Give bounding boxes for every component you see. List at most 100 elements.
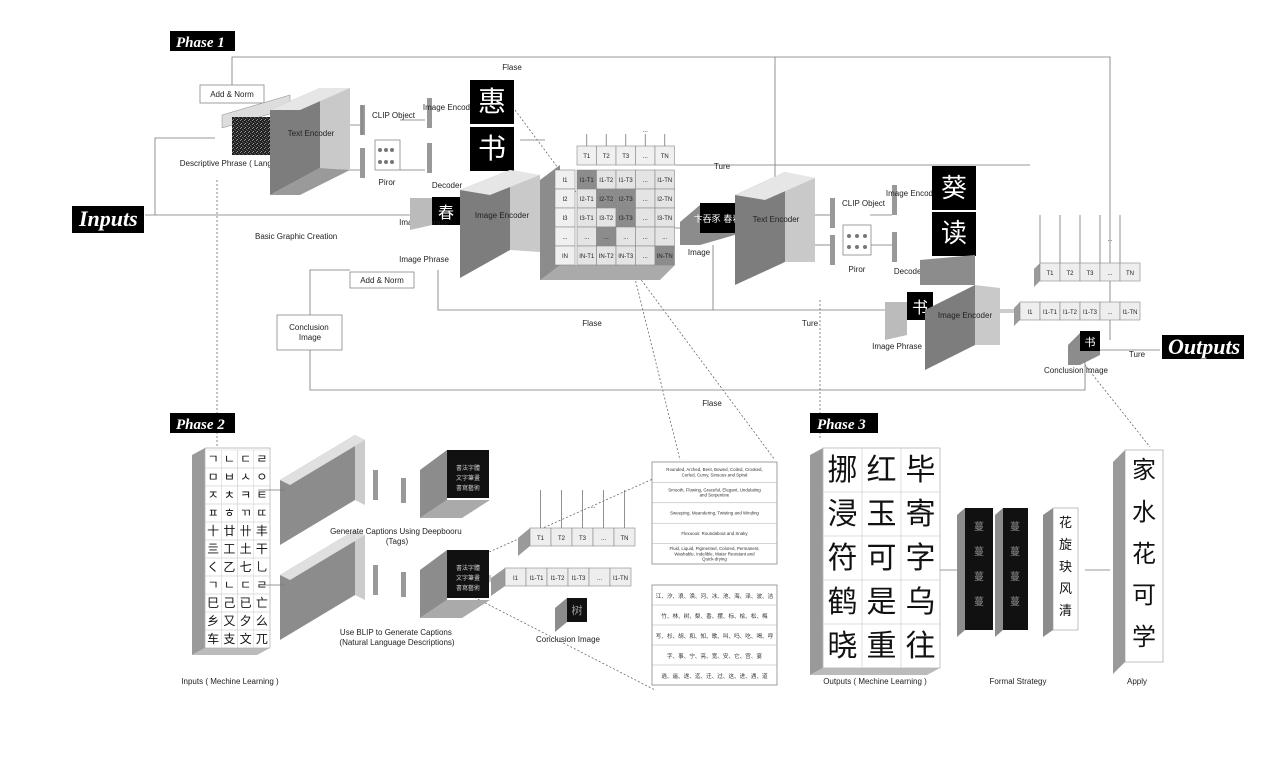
char-row: 写、杉、胡、和、知、歌、叫、吗、吃、喝、呼 xyxy=(656,632,774,640)
svg-text:读: 读 xyxy=(941,219,967,249)
p2-grid-glyph: 廿 xyxy=(223,524,235,538)
matrix1-cell-label: ... xyxy=(643,235,648,241)
matrix1-cell-label: I2-T3 xyxy=(619,197,634,203)
image-encoder-stack: Image Encoder 惠 书 Decoder xyxy=(423,80,514,190)
p2-grid-glyph: ㅌ xyxy=(256,488,267,502)
svg-text:蔓: 蔓 xyxy=(974,545,984,558)
phase2-prism-bottom xyxy=(280,530,365,640)
p3-grid-glyph: 浸 xyxy=(828,497,858,532)
p2-grid-glyph: 么 xyxy=(256,614,268,628)
p2-grid-glyph: 七 xyxy=(240,560,252,574)
right-i-label: I1-T1 xyxy=(1043,310,1058,316)
matrix1-top-dots: ... xyxy=(643,128,648,134)
phase3-output-grid: 挪红毕浸玉寄符可字鹤是乌晓重往 Outputs ( Mechine Learni… xyxy=(810,447,941,686)
matrix1-left-label: I1 xyxy=(562,178,568,184)
matrix1-cell-label: I1-T3 xyxy=(619,178,634,184)
svg-text:CLIP Object: CLIP Object xyxy=(372,111,416,120)
svg-text:Ture: Ture xyxy=(1129,350,1146,359)
p3-col-glyph: 玦 xyxy=(1059,560,1072,575)
matrix1-cell-label: I1-TN xyxy=(657,178,672,184)
p2-grid-glyph: 土 xyxy=(240,542,252,556)
svg-text:Image Encoder: Image Encoder xyxy=(423,103,478,112)
image-encoder-right: Image Encoder 葵 读 Decoder xyxy=(886,166,976,285)
matrix1-cell-label: ... xyxy=(643,197,648,203)
p3-grid-glyph: 寄 xyxy=(906,497,936,532)
matrix1-top-label: TN xyxy=(661,154,669,160)
matrix1-cell-label: ... xyxy=(584,235,589,241)
matrix1-cell-label: I2-TN xyxy=(657,197,672,203)
svg-text:Inputs: Inputs xyxy=(78,206,138,231)
svg-text:花: 花 xyxy=(1132,540,1156,568)
p2-irow-side xyxy=(491,568,505,596)
ture-mid-label: Ture xyxy=(802,319,819,328)
right-i-cell xyxy=(1119,301,1141,321)
matrix1-cell-label: I2-T1 xyxy=(580,197,595,203)
right-irow-side xyxy=(1014,302,1020,326)
p2-trow-side xyxy=(518,528,530,556)
p2-grid-glyph: ㅂ xyxy=(224,470,235,484)
svg-text:Descriptive Phrase ( Language): Descriptive Phrase ( Language) xyxy=(180,159,293,168)
matrix1-top-label: T3 xyxy=(622,154,630,160)
svg-text:Conclusion Image: Conclusion Image xyxy=(289,323,331,342)
image-encoder-prism-right2: 书 Image Phrase Image Encoder xyxy=(872,285,1000,370)
image-phrase-block: 春 Image Phrase Image Phrase xyxy=(399,197,460,264)
p2-i-cell xyxy=(609,567,632,587)
apply-stack: 家 水 花 可 学 Apply xyxy=(1113,449,1164,686)
svg-text:蔓: 蔓 xyxy=(974,570,984,583)
svg-text:家: 家 xyxy=(1132,456,1156,484)
p2-grid-glyph: 巳 xyxy=(207,596,219,610)
matrix1-cell-label: ... xyxy=(643,254,648,260)
conclusion-image-box: Conclusion Image xyxy=(276,314,343,351)
matrix1-cell-label: IN-T1 xyxy=(579,254,595,260)
right-t-label: TN xyxy=(1126,271,1134,277)
basic-graphic-label: Basic Graphic Creation xyxy=(255,232,337,241)
p2-i-label: ... xyxy=(597,576,602,582)
clip-object-block: CLIP Object xyxy=(360,105,416,178)
svg-text:Decoder: Decoder xyxy=(432,181,463,190)
svg-text:書法字體: 書法字體 xyxy=(456,464,480,472)
right-t-label: T2 xyxy=(1066,271,1074,277)
svg-text:Conclusion Image: Conclusion Image xyxy=(1044,366,1109,375)
p2-grid-glyph: ㅋ xyxy=(240,488,251,502)
svg-text:Image Encoder: Image Encoder xyxy=(475,211,530,220)
phase2-embed-stacks xyxy=(373,470,406,597)
right-trow-side xyxy=(1034,263,1040,287)
svg-text:Phase 2: Phase 2 xyxy=(176,417,225,433)
matrix1-cell-label: I1-T2 xyxy=(599,178,614,184)
matrix1-cell-label: I2-T2 xyxy=(599,197,614,203)
p2-grid-glyph: 乙 xyxy=(223,560,235,574)
p2-grid-glyph: 十 xyxy=(207,524,219,538)
p3-grid-glyph: 挪 xyxy=(828,453,858,488)
svg-text:蔓: 蔓 xyxy=(1010,545,1020,558)
right-t-label: T3 xyxy=(1086,271,1094,277)
flase-bottom-label: Flase xyxy=(702,399,722,408)
right-i-label: ... xyxy=(1107,310,1112,316)
p2-grid-glyph: ㅈ xyxy=(208,488,219,502)
right-i-label: I1-TN xyxy=(1123,310,1138,316)
tag-entry: Sweeping, Meandering, Twisting and Windi… xyxy=(670,511,759,516)
p3-grid-cell xyxy=(900,623,941,669)
outputs-tag: Outputs xyxy=(1162,334,1244,359)
matrix1-cell-label: IN-T2 xyxy=(599,254,615,260)
phase2-conclusion-image: 树 Conclusion Image xyxy=(536,598,601,644)
ture-top-label: Ture xyxy=(714,162,731,171)
svg-text:Add & Norm: Add & Norm xyxy=(360,276,404,285)
svg-text:Outputs ( Mechine Learning ): Outputs ( Mechine Learning ) xyxy=(823,677,927,686)
p2-grid-glyph: ㅊ xyxy=(224,488,235,502)
matrix1-cell-label: IN-T3 xyxy=(618,254,634,260)
p2-grid-cell xyxy=(253,629,271,649)
p2-grid-glyph: 己 xyxy=(223,596,235,610)
tag-entry: Flexuous: Roundabout and Snaky xyxy=(681,531,748,536)
clip-object-right: CLIP Object xyxy=(830,198,886,265)
matrix1-cell-label: ... xyxy=(643,216,648,222)
piror-node-graph: Piror xyxy=(374,139,401,187)
matrix1-cell-label: ... xyxy=(604,235,609,241)
p2-grid-glyph: ㅍ xyxy=(208,506,219,520)
right-t-label: T1 xyxy=(1046,271,1054,277)
svg-text:書寫藝術: 書寫藝術 xyxy=(456,484,480,492)
p3-grid-glyph: 鹤 xyxy=(828,585,858,620)
phase2-image-top: 書法字體 文字筆畫 書寫藝術 xyxy=(420,450,490,518)
